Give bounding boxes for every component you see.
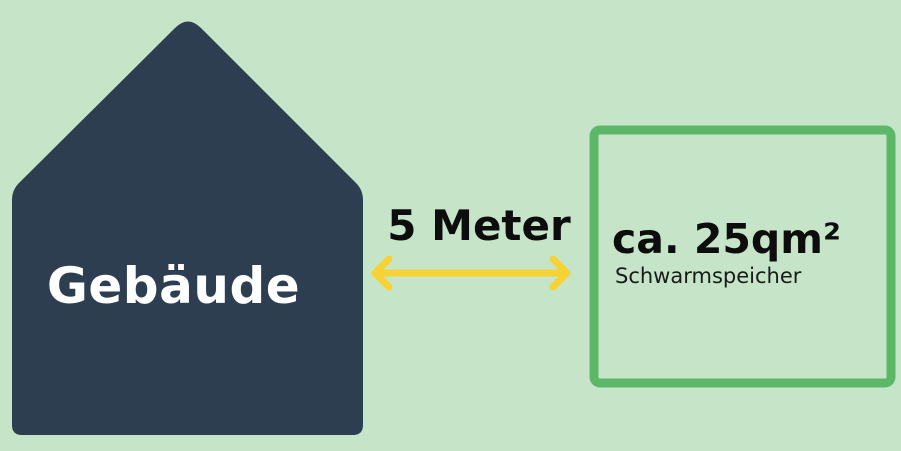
arrow-head-left — [371, 255, 393, 291]
arrow-head-right — [549, 255, 571, 291]
building-label: Gebäude — [46, 257, 301, 315]
storage-area-caption: Schwarmspeicher — [615, 264, 802, 288]
distance-label: 5 Meter — [387, 201, 571, 250]
building-shape — [12, 21, 363, 435]
storage-area-outline — [589, 125, 896, 388]
distance-double-arrow — [371, 255, 571, 291]
storage-area-value: ca. 25qm² — [612, 215, 841, 263]
